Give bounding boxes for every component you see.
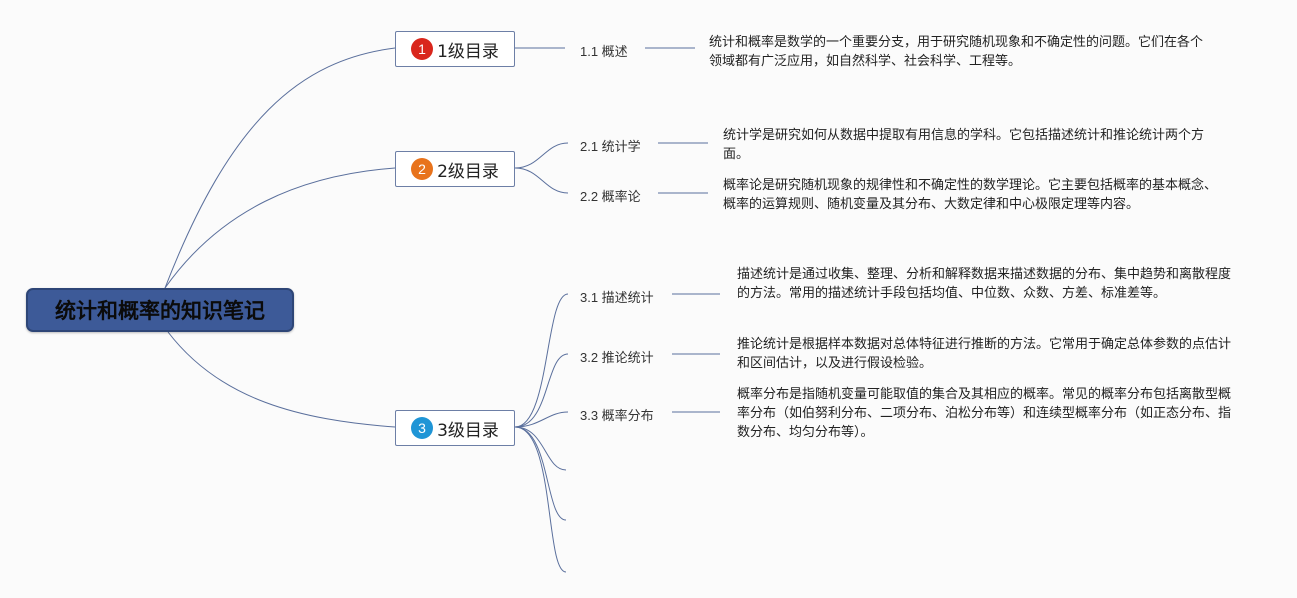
- link-b2-c1: [514, 142, 569, 169]
- link-root-branch2: [164, 167, 396, 289]
- number-badge-2: 2: [411, 158, 434, 180]
- link-b3-c5: [514, 426, 567, 521]
- number-badge-1: 1: [411, 38, 434, 60]
- subtopic-3-3-description[interactable]: 概率分布是指随机变量可能取值的集合及其相应的概率。常见的概率分布包括离散型概率分…: [737, 387, 1232, 440]
- subtopic-3-2-description[interactable]: 推论统计是根据样本数据对总体特征进行推断的方法。它常用于确定总体参数的点估计和区…: [737, 337, 1232, 371]
- subtopic-2-2[interactable]: 2.2 概率论: [580, 189, 641, 204]
- link-b3-c4: [514, 426, 567, 471]
- subtopic-3-2[interactable]: 3.2 推论统计: [580, 350, 654, 365]
- subtopic-2-2-description[interactable]: 概率论是研究随机现象的规律性和不确定性的数学理论。它主要包括概率的基本概念、概率…: [723, 178, 1218, 212]
- link-b3-c1: [514, 293, 569, 428]
- link-b3-c3: [514, 411, 569, 428]
- root-topic-label: 统计和概率的知识笔记: [55, 299, 265, 323]
- branch-topic-1[interactable]: 1 1级目录: [395, 31, 515, 67]
- subtopic-2-1[interactable]: 2.1 统计学: [580, 139, 641, 154]
- branch-topic-2-label: 2级目录: [437, 161, 499, 182]
- subtopic-2-1-description[interactable]: 统计学是研究如何从数据中提取有用信息的学科。它包括描述统计和推论统计两个方面。: [723, 128, 1205, 162]
- branch-topic-3[interactable]: 3 3级目录: [395, 410, 515, 446]
- subtopic-1-1-description[interactable]: 统计和概率是数学的一个重要分支，用于研究随机现象和不确定性的问题。它们在各个领域…: [709, 35, 1204, 69]
- subtopic-3-3[interactable]: 3.3 概率分布: [580, 408, 654, 423]
- link-b2-c2: [514, 167, 569, 194]
- root-topic[interactable]: 统计和概率的知识笔记: [26, 288, 294, 332]
- branch-topic-3-label: 3级目录: [437, 420, 499, 441]
- link-b3-c6: [514, 426, 567, 573]
- branch-topic-1-label: 1级目录: [437, 41, 499, 62]
- branch-topic-2[interactable]: 2 2级目录: [395, 151, 515, 187]
- link-b3-c2: [514, 353, 569, 428]
- subtopic-1-1[interactable]: 1.1 概述: [580, 44, 628, 59]
- link-root-branch3: [167, 331, 396, 428]
- subtopic-3-1[interactable]: 3.1 描述统计: [580, 290, 654, 305]
- link-root-branch1: [164, 47, 396, 289]
- subtopic-3-1-description[interactable]: 描述统计是通过收集、整理、分析和解释数据来描述数据的分布、集中趋势和离散程度的方…: [737, 267, 1232, 301]
- number-badge-3: 3: [411, 417, 434, 439]
